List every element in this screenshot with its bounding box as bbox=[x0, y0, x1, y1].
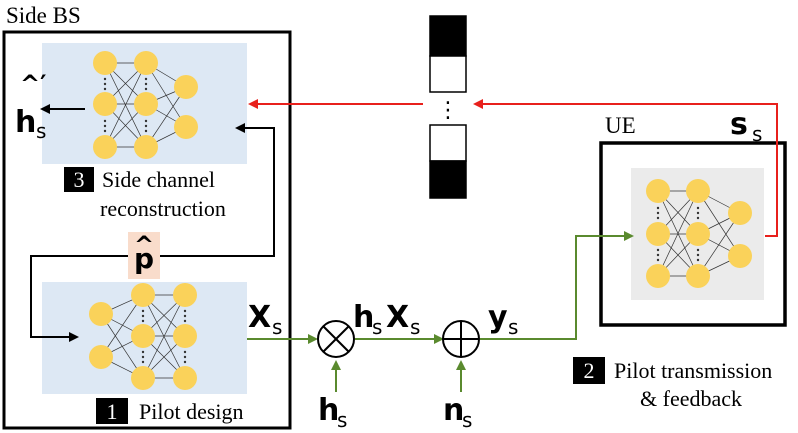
h-hat-prime: ^′ bbox=[20, 70, 46, 98]
svg-text:s: s bbox=[752, 122, 762, 146]
step2-line2: & feedback bbox=[640, 386, 742, 411]
codeword-ellipsis: ⋮ bbox=[437, 98, 459, 123]
svg-text:s: s bbox=[730, 107, 748, 142]
x-s-label: X s bbox=[248, 300, 282, 339]
svg-text:s: s bbox=[337, 408, 347, 432]
svg-text:y: y bbox=[488, 300, 508, 335]
h-hat-label: ^′ h s bbox=[15, 70, 46, 143]
side-bs-box bbox=[2, 30, 292, 430]
h-hat-letter: h bbox=[15, 105, 36, 140]
feedback-arrow-ue bbox=[473, 99, 778, 237]
ue-box bbox=[599, 141, 787, 327]
svg-text:s: s bbox=[508, 315, 518, 339]
reconstruction-network bbox=[42, 43, 247, 164]
svg-text:n: n bbox=[443, 393, 464, 428]
step1-badge bbox=[96, 398, 128, 424]
y-s-arrow bbox=[480, 231, 634, 340]
p-hat-mark: ^ bbox=[134, 231, 154, 259]
n-s-input-label: n s bbox=[443, 393, 472, 432]
add-node bbox=[442, 320, 480, 358]
p-hat-arrow-down bbox=[30, 255, 144, 342]
p-hat-box bbox=[128, 232, 160, 279]
step2-line1: Pilot transmission bbox=[614, 358, 772, 383]
h-s-x-s-label: h s X s bbox=[353, 300, 420, 339]
side-bs-label: Side BS bbox=[6, 3, 81, 28]
svg-text:X: X bbox=[248, 300, 271, 335]
step3-line1: Side channel bbox=[102, 167, 215, 192]
step3-num: 3 bbox=[74, 167, 85, 192]
step3-badge bbox=[64, 167, 94, 192]
svg-text:s: s bbox=[372, 315, 382, 339]
p-hat-label: p bbox=[134, 242, 154, 275]
step1-num: 1 bbox=[107, 399, 118, 424]
step1-text: Pilot design bbox=[139, 399, 244, 424]
s-s-label: s s bbox=[730, 107, 762, 146]
ue-network bbox=[631, 168, 764, 300]
p-hat-arrow-up bbox=[144, 123, 275, 257]
multiply-node bbox=[317, 320, 355, 358]
h-s-input-label: h s bbox=[318, 393, 347, 432]
svg-text:X: X bbox=[386, 300, 409, 335]
ue-label: UE bbox=[605, 113, 636, 138]
svg-text:h: h bbox=[353, 300, 374, 335]
y-s-label: y s bbox=[488, 300, 518, 339]
step2-num: 2 bbox=[584, 358, 595, 383]
svg-text:s: s bbox=[272, 315, 282, 339]
feedback-codeword: ⋮ bbox=[429, 15, 467, 199]
svg-text:s: s bbox=[462, 408, 472, 432]
h-hat-subscript: s bbox=[36, 119, 46, 143]
step3-line2: reconstruction bbox=[100, 196, 226, 221]
step2-badge bbox=[573, 357, 605, 384]
svg-text:h: h bbox=[318, 393, 339, 428]
svg-text:s: s bbox=[410, 315, 420, 339]
